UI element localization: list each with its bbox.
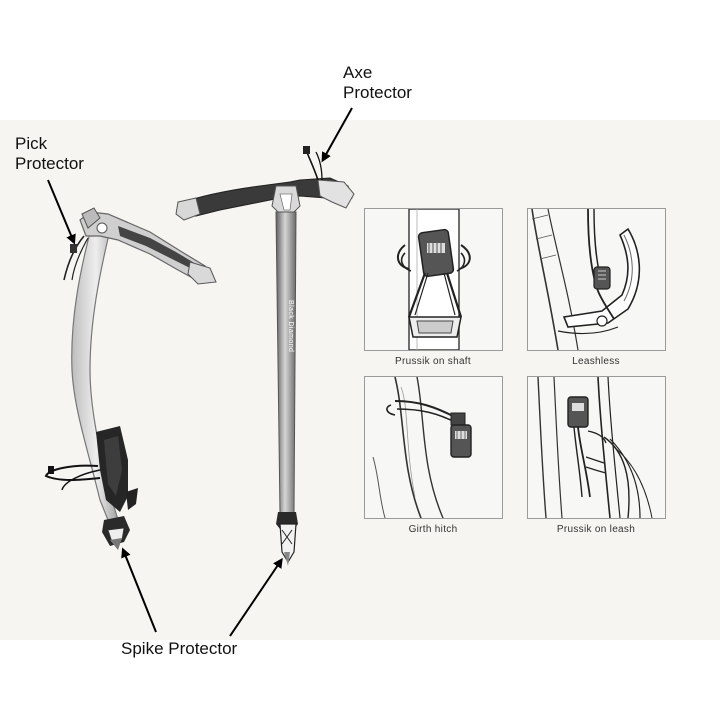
prussik-on-leash-illustration bbox=[537, 377, 653, 518]
spike-protector-arrow-left bbox=[121, 547, 157, 633]
spike-protector-label: Spike Protector bbox=[121, 639, 238, 658]
straight-axe-brand: Black Diamond bbox=[287, 300, 294, 352]
girth-hitch-illustration bbox=[372, 377, 472, 518]
pick-protector-label: Pick Protector bbox=[15, 134, 84, 174]
leashless-illustration bbox=[531, 209, 641, 350]
axe-protector-line-2: Protector bbox=[343, 83, 412, 102]
panel-girth-hitch bbox=[364, 376, 503, 519]
panel-prussik-on-shaft bbox=[364, 208, 503, 351]
prussik-on-shaft-illustration bbox=[397, 209, 471, 350]
caption-leashless: Leashless bbox=[572, 356, 620, 367]
caption-girth-hitch: Girth hitch bbox=[408, 524, 458, 535]
caption-prussik-on-shaft: Prussik on shaft bbox=[395, 356, 471, 367]
axe-protector-label: Axe Protector bbox=[343, 63, 412, 103]
callout-arrows bbox=[47, 107, 353, 637]
straight-ice-axe: Black Diamond bbox=[175, 146, 355, 566]
curved-ice-tool bbox=[44, 207, 217, 550]
pick-protector-line-2: Protector bbox=[15, 154, 84, 173]
axe-protector-arrow bbox=[321, 107, 353, 163]
pick-protector-line-1: Pick bbox=[15, 134, 48, 153]
axe-protector-line-1: Axe bbox=[343, 63, 373, 82]
panel-prussik-on-leash bbox=[527, 376, 666, 519]
panel-leashless bbox=[527, 208, 666, 351]
caption-prussik-on-leash: Prussik on leash bbox=[556, 524, 636, 535]
pick-protector-arrow bbox=[47, 179, 76, 245]
spike-protector-arrow-right bbox=[229, 557, 283, 637]
